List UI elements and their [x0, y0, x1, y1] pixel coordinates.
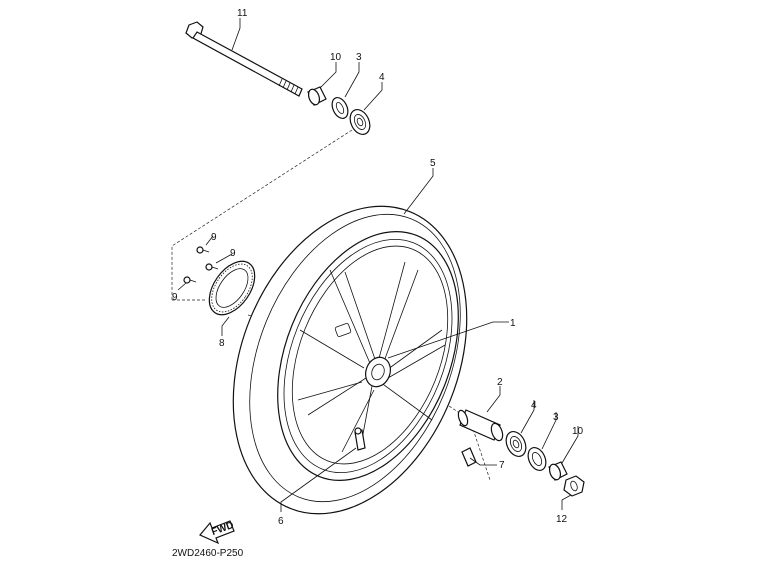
callout-3-top: 3 [356, 52, 362, 63]
callout-3-right: 3 [553, 412, 559, 423]
callout-12: 12 [556, 514, 568, 525]
callout-5: 5 [430, 158, 436, 169]
collar-right [548, 461, 568, 481]
bearing-right [505, 431, 527, 457]
diagram-code: 2WD2460-P250 [172, 548, 244, 559]
callout-9-a: 9 [211, 232, 217, 243]
callout-2: 2 [497, 377, 503, 388]
bearing-top [349, 109, 371, 135]
callout-7: 7 [499, 460, 505, 471]
callout-10-right: 10 [572, 426, 584, 437]
callout-4-right: 4 [531, 400, 537, 411]
callout-9-c: 9 [172, 292, 178, 303]
axle-nut [563, 475, 585, 497]
forward-arrow-icon: FWD [199, 520, 235, 545]
leader-lines [177, 18, 579, 512]
tire-valve [354, 427, 366, 451]
axle-shaft [185, 21, 303, 97]
callout-numbers: 11 10 3 4 5 1 2 4 3 10 7 6 8 9 9 9 12 [172, 8, 584, 527]
rotor-screws [183, 246, 219, 284]
callout-6: 6 [278, 516, 284, 527]
callout-8: 8 [219, 338, 225, 349]
callout-4-top: 4 [379, 72, 385, 83]
sensor-rotor [208, 260, 256, 316]
oil-seal-top [331, 97, 349, 119]
callout-10-top: 10 [330, 52, 342, 63]
callout-11: 11 [237, 8, 248, 19]
oil-seal-right [527, 447, 547, 471]
callout-9-b: 9 [230, 248, 236, 259]
collar-top [307, 86, 327, 106]
callout-1: 1 [510, 318, 516, 329]
axle-collar [457, 409, 504, 442]
cast-wheel [277, 231, 459, 481]
key-washer [461, 447, 477, 467]
